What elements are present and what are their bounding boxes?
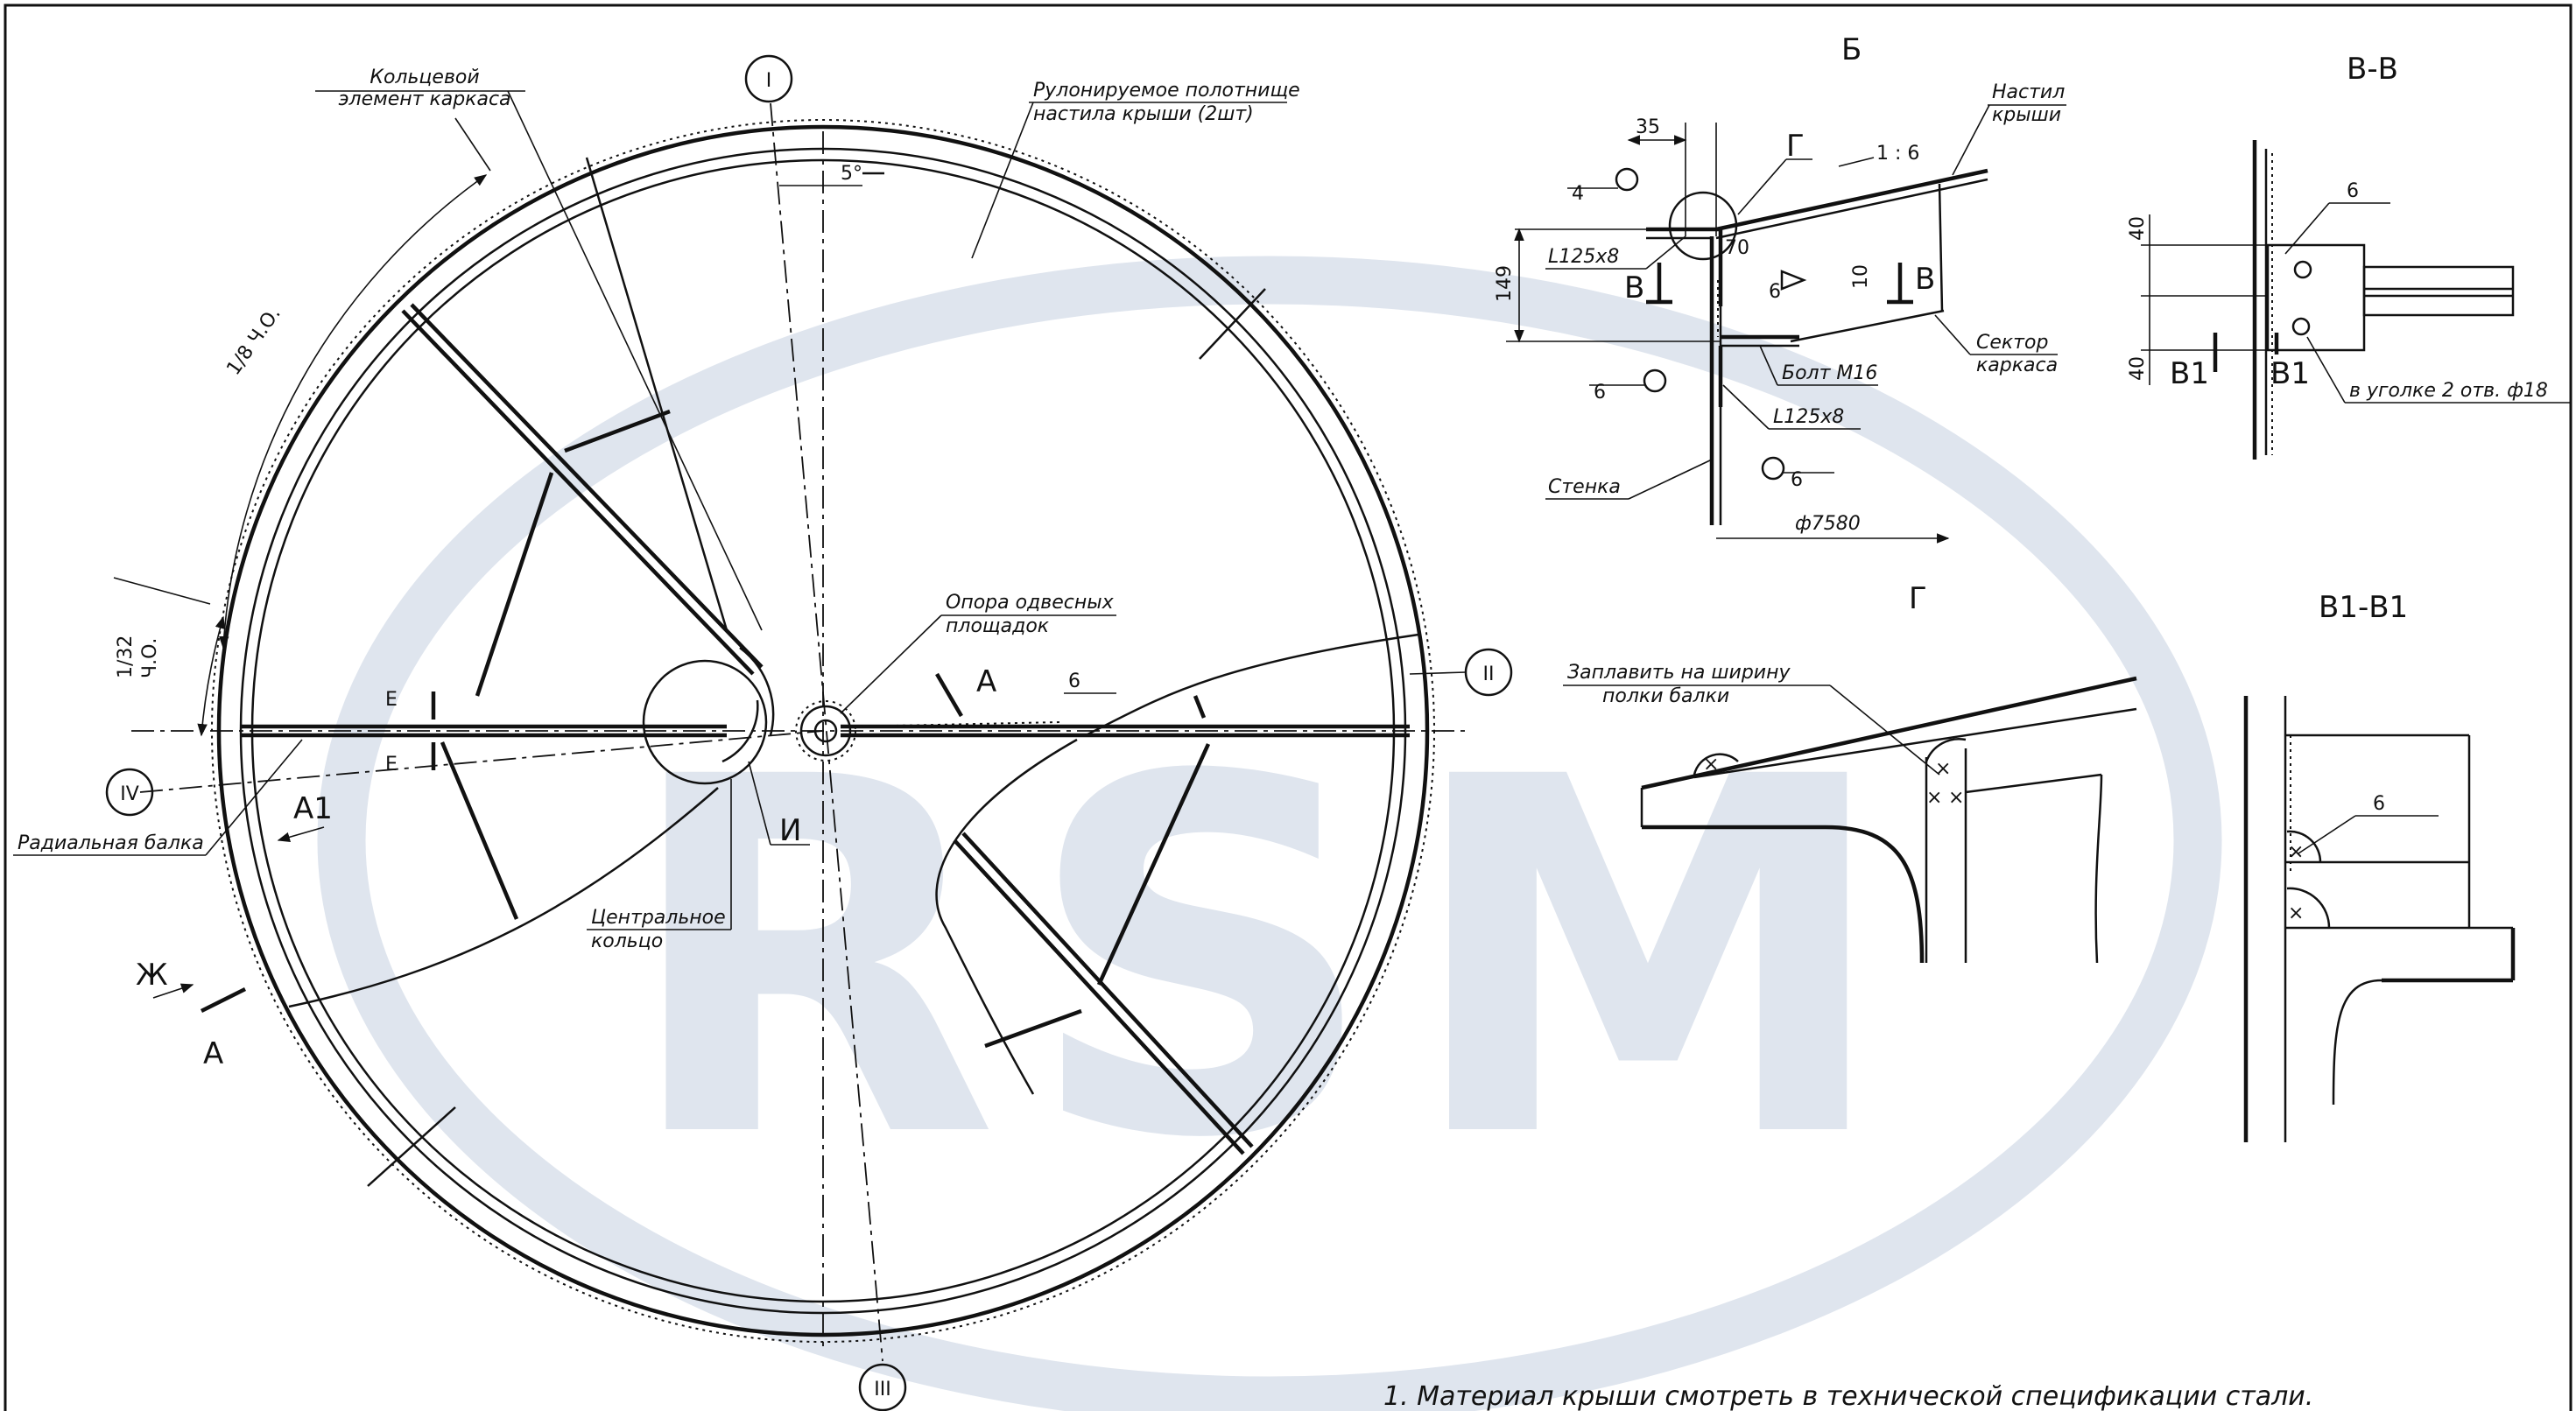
roll-sheet-label-2: настила крыши (2шт): [1033, 103, 1254, 125]
plan-weld-6: 6: [1068, 670, 1080, 692]
dim-40-bottom: 40: [2127, 356, 2149, 381]
angle-bottom-label: L125x8: [1773, 406, 1844, 428]
watermark-ring: [317, 256, 2222, 1411]
g-weld-label-2: полки балки: [1602, 685, 1729, 707]
slope-label: 1 : 6: [1876, 143, 1919, 165]
bolt-label: Болт М16: [1782, 362, 1877, 384]
weld-6-left: 6: [1594, 382, 1606, 404]
radial-beam-label: Радиальная балка: [18, 832, 204, 854]
deck-label-1: Настил: [1992, 81, 2065, 103]
dim-35: 35: [1636, 116, 1660, 138]
svg-text:×: ×: [2288, 841, 2304, 863]
marker-i: И: [779, 813, 801, 848]
platform-support: [799, 705, 852, 757]
dim-149: 149: [1494, 265, 1516, 302]
svg-text:×: ×: [1703, 754, 1719, 776]
dim-1-8: 1/8 Ч.О.: [222, 303, 285, 379]
diameter-label: ф7580: [1795, 513, 1861, 535]
dim-40-top: 40: [2127, 216, 2149, 241]
roof-deck: [1715, 168, 1988, 232]
marker-a-top: А: [976, 664, 996, 699]
sector-label-1: Сектор: [1976, 332, 2048, 354]
ring-frame-label-1: Кольцевой: [370, 67, 479, 88]
sector-label-2: каркаса: [1976, 355, 2058, 376]
central-ring-label-1: Центральное: [591, 907, 726, 929]
detail-g-title: Г: [1909, 581, 1927, 616]
svg-text:II: II: [1483, 663, 1495, 685]
detail-b-title: Б: [1841, 32, 1862, 67]
marker-e-bottom: Е: [385, 754, 398, 776]
vv-weld-6: 6: [2347, 180, 2359, 202]
callout-g: Г: [1786, 129, 1805, 164]
axis-line-iv: [139, 730, 824, 793]
support-label-2: площадок: [946, 615, 1050, 637]
marker-b1-left: В1: [2170, 356, 2209, 391]
svg-text:III: III: [874, 1379, 890, 1400]
svg-text:×: ×: [1948, 787, 1964, 809]
angle-label: 5°: [841, 163, 862, 185]
marker-v-right: В: [1915, 262, 1935, 297]
weld-6-bottom: 6: [1791, 469, 1803, 491]
wall-label: Стенка: [1548, 476, 1621, 498]
marker-e-top: Е: [385, 689, 398, 711]
b1-weld-6: 6: [2373, 793, 2385, 815]
detail-b1b1: В1-В1 × × 6: [2243, 590, 2516, 1142]
radial-beam-upper-left: [401, 309, 755, 676]
svg-text:IV: IV: [120, 783, 139, 805]
support-label-1: Опора одвесных: [946, 592, 1115, 614]
central-ring: [642, 659, 768, 785]
detail-b: Б 35 149 70 10 1 : 6 Г: [1494, 32, 2066, 544]
holes-label: в уголке 2 отв. ф18: [2349, 380, 2548, 402]
ring-frame-label-2: элемент каркаса: [338, 88, 510, 110]
marker-b1-right: В1: [2270, 356, 2310, 391]
dim-1-32-a: 1/32: [115, 635, 137, 678]
dim-10: 10: [1850, 264, 1872, 289]
weld-4: 4: [1572, 183, 1584, 205]
marker-v-left: В: [1624, 270, 1644, 305]
detail-vv-title: В-В: [2347, 52, 2398, 87]
marker-a1: А1: [293, 791, 333, 826]
svg-text:×: ×: [1935, 758, 1951, 780]
note-1: 1. Материал крыши смотреть в технической…: [1383, 1381, 2313, 1411]
roll-sheet-label-1: Рулонируемое полотнище: [1033, 80, 1300, 102]
svg-text:I: I: [766, 70, 772, 92]
axis-line-i-iii: [770, 102, 883, 1362]
detail-vv: В-В 40 40 В1 В1 в уголке 2 отв. ф18 6: [2127, 52, 2570, 460]
g-weld-label-1: Заплавить на ширину: [1567, 662, 1791, 684]
svg-text:×: ×: [1926, 787, 1942, 809]
rsm-watermark: RSM: [317, 256, 2222, 1411]
radial-beam-lower-right: [953, 839, 1245, 1155]
axis-bubble-i: I: [744, 54, 793, 103]
marker-a-bottom: А: [203, 1036, 223, 1071]
angle-top-label: L125x8: [1548, 246, 1619, 268]
svg-text:×: ×: [2288, 902, 2304, 924]
marker-zh: Ж: [136, 958, 168, 993]
dim-1-32-b: Ч.О.: [139, 638, 161, 678]
axis-bubble-iii: III: [858, 1363, 907, 1411]
watermark-text: RSM: [621, 675, 1918, 1246]
axis-bubble-iv: IV: [105, 768, 154, 817]
sheet-frame: [4, 4, 2572, 1411]
dim-70: 70: [1725, 237, 1749, 259]
deck-label-2: крыши: [1992, 104, 2061, 126]
weld-6-mid: 6: [1769, 281, 1781, 303]
detail-b1b1-title: В1-В1: [2319, 590, 2408, 625]
central-ring-label-2: кольцо: [591, 930, 663, 952]
detail-g: Г × × × × Заплавить на ширину полки балк…: [1563, 581, 2137, 964]
